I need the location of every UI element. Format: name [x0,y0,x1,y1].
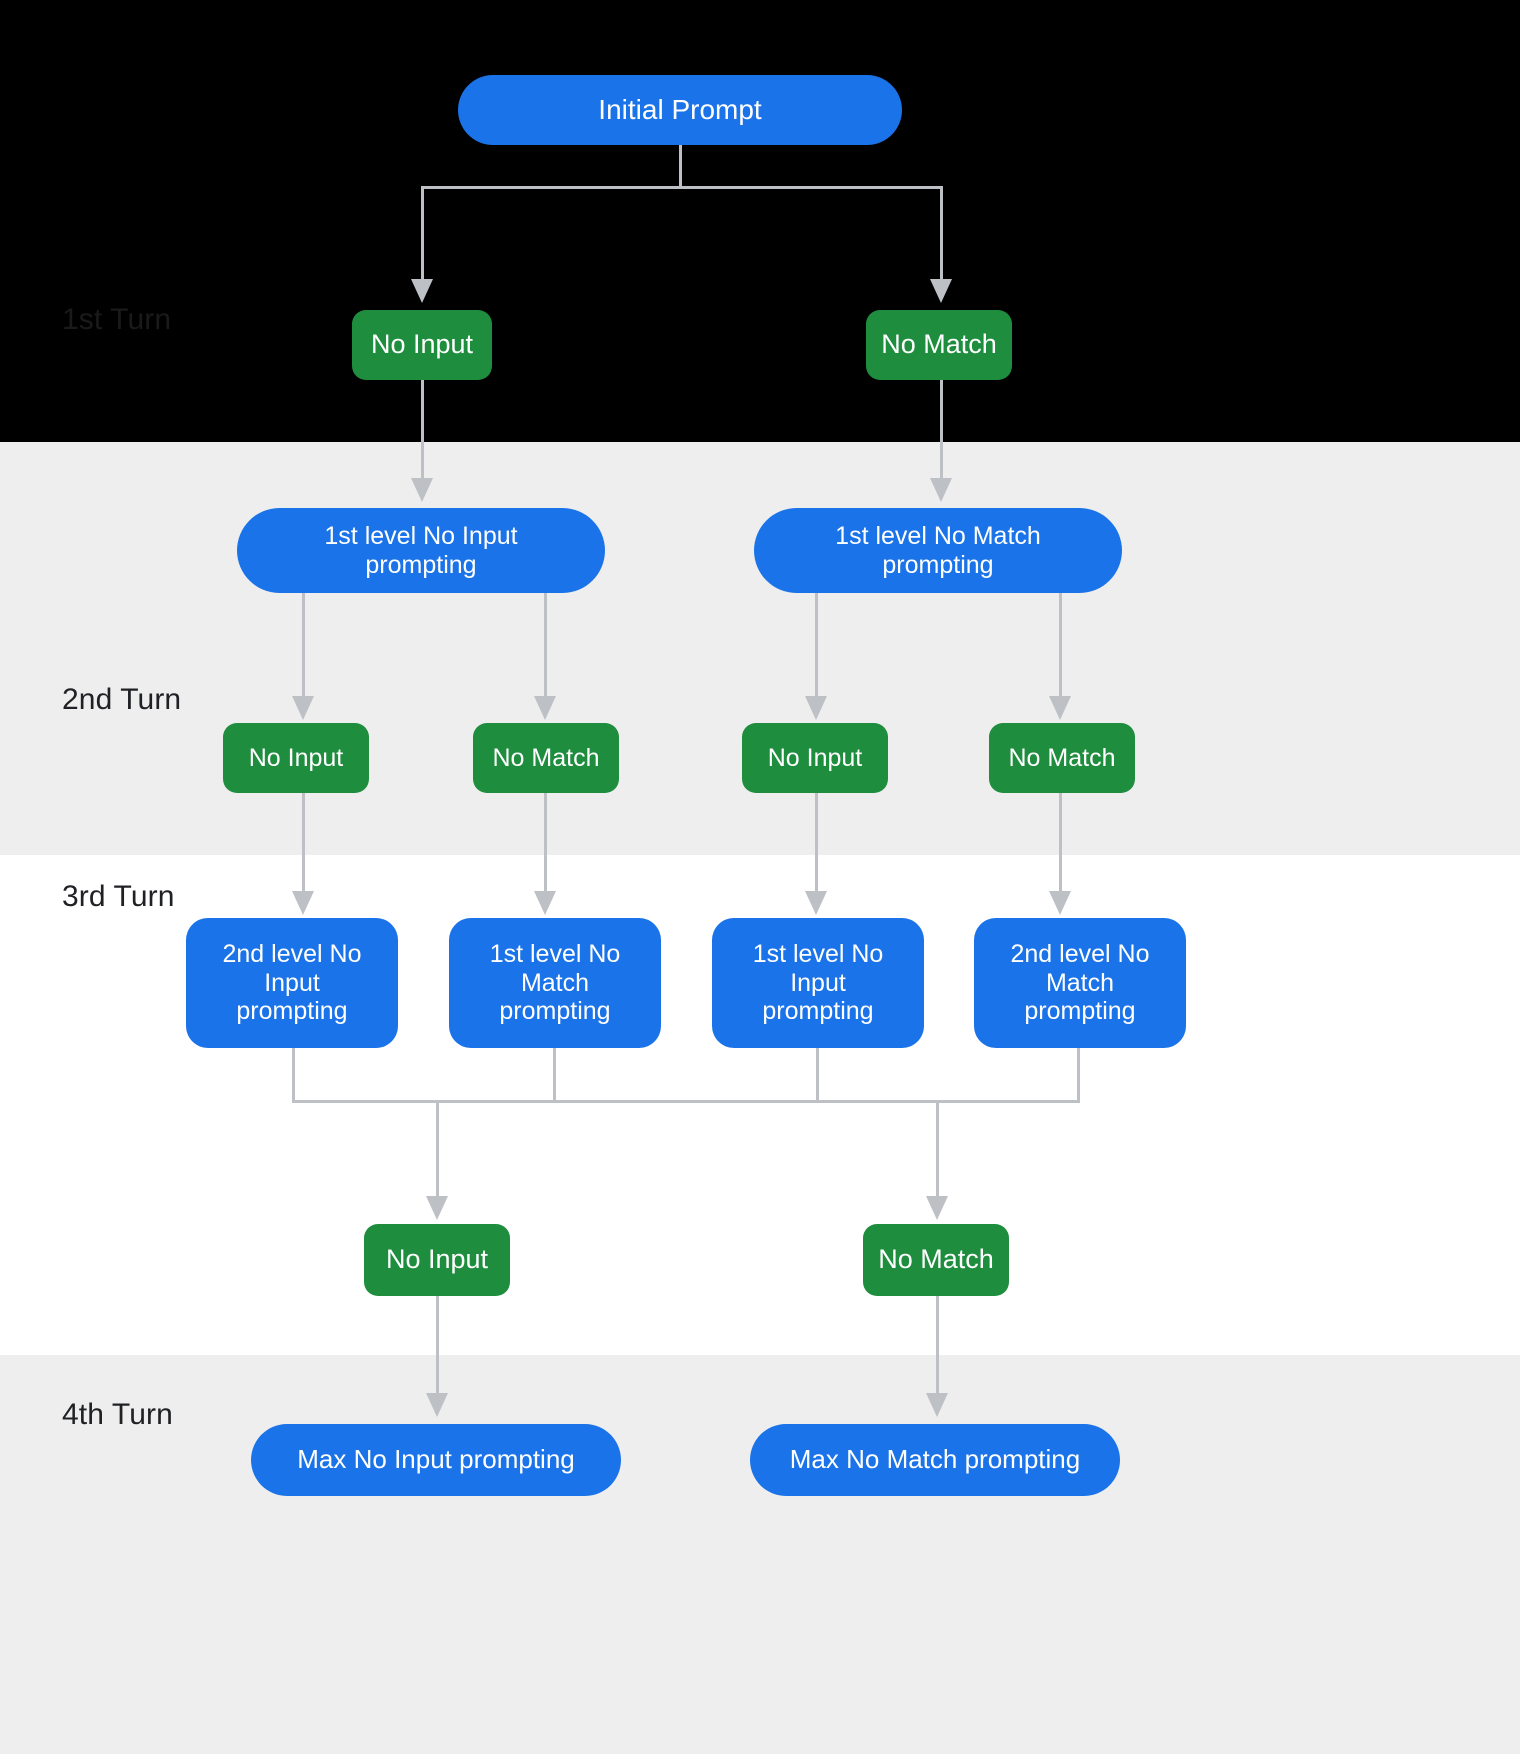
turn-band-4 [0,1355,1520,1754]
connector-t2-no-input-a-down [302,793,305,893]
connector-t3p4-stem [1077,1043,1080,1103]
connector-t3-no-input-down [436,1295,439,1395]
turn-label-2nd: 2nd Turn [62,683,182,716]
arrowhead-t3-no-input [426,1196,448,1220]
node-t4-max-no-match[interactable]: Max No Match prompting [750,1424,1120,1496]
arrowhead-t1-no-match-to-prompt [930,478,952,502]
connector-t3p3-stem [816,1043,819,1103]
node-t3-no-input[interactable]: No Input [364,1224,510,1296]
node-initial-prompt[interactable]: Initial Prompt [458,75,902,145]
node-t2-prompt-no-input-line1: 1st level No Input [324,521,518,550]
node-t2-prompt-no-input[interactable]: 1st level No Input prompting [237,508,605,593]
node-t3-prompt-1st-no-input-line3: prompting [762,997,874,1026]
node-t3-prompt-2nd-no-match-line3: prompting [1024,997,1136,1026]
node-t3-prompt-1st-no-input-line2: Input [790,968,846,997]
connector-t2-no-match-b-down [1059,793,1062,893]
connector-root-bus [421,186,943,189]
arrowhead-root-to-no-input [411,279,433,303]
node-t3-no-match[interactable]: No Match [863,1224,1009,1296]
connector-root-to-t1-right [940,186,943,281]
connector-t1-no-match-down [940,380,943,480]
turn-band-2 [0,442,1520,855]
node-t2-no-input-b[interactable]: No Input [742,723,888,793]
node-t2-prompt-no-match[interactable]: 1st level No Match prompting [754,508,1122,593]
connector-t3p1-stem [292,1043,295,1103]
node-t3-no-match-label: No Match [878,1244,994,1275]
connector-t2-no-match-a-down [544,793,547,893]
node-t1-no-match-label: No Match [881,329,997,360]
connector-root-to-t1-left [421,186,424,281]
node-t3-prompt-2nd-no-input[interactable]: 2nd level No Input prompting [186,918,398,1048]
node-t3-prompt-2nd-no-match-line1: 2nd level No [1010,939,1150,968]
node-t2-no-match-b-label: No Match [1008,743,1116,772]
node-t1-no-input[interactable]: No Input [352,310,492,380]
arrowhead-t3-prompt-4 [1049,891,1071,915]
node-t3-prompt-1st-no-input[interactable]: 1st level No Input prompting [712,918,924,1048]
node-t2-no-match-a-label: No Match [492,743,600,772]
node-t2-prompt-no-input-line2: prompting [365,550,477,579]
node-t3-prompt-1st-no-match-line1: 1st level No [489,939,621,968]
arrowhead-t3-prompt-3 [805,891,827,915]
arrowhead-t1-no-input-to-prompt [411,478,433,502]
node-t3-prompt-1st-no-match-line2: Match [520,968,590,997]
node-t2-no-input-a[interactable]: No Input [223,723,369,793]
connector-t2pl-to-no-match [544,593,547,698]
arrowhead-t2pl-no-input [292,696,314,720]
connector-t3p2-stem [553,1043,556,1103]
arrowhead-t4-max-no-match [926,1393,948,1417]
arrowhead-t3-no-match [926,1196,948,1220]
connector-t3-merge-bus [292,1100,1080,1103]
node-t2-no-input-b-label: No Input [767,743,863,772]
arrowhead-root-to-no-match [930,279,952,303]
arrowhead-t3-prompt-1 [292,891,314,915]
connector-t1-no-input-down [421,380,424,480]
connector-t2pr-to-no-input [815,593,818,698]
turn-label-1st: 1st Turn [62,303,172,336]
node-t3-prompt-2nd-no-input-line2: Input [264,968,320,997]
node-t1-no-match[interactable]: No Match [866,310,1012,380]
turn-label-4th: 4th Turn [62,1398,173,1431]
turn-band-1 [0,0,1520,442]
node-t2-no-input-a-label: No Input [248,743,344,772]
arrowhead-t3-prompt-2 [534,891,556,915]
connector-t2pl-to-no-input [302,593,305,698]
node-t3-prompt-2nd-no-match[interactable]: 2nd level No Match prompting [974,918,1186,1048]
node-t3-prompt-1st-no-match[interactable]: 1st level No Match prompting [449,918,661,1048]
node-t3-prompt-2nd-no-input-line3: prompting [236,997,348,1026]
node-t3-prompt-2nd-no-match-line2: Match [1045,968,1115,997]
node-t3-no-input-label: No Input [385,1244,489,1275]
connector-t3-no-match-down [936,1295,939,1395]
node-t4-max-no-match-label: Max No Match prompting [789,1444,1081,1475]
connector-bus-to-no-match [936,1100,939,1198]
connector-t2-no-input-b-down [815,793,818,893]
arrowhead-t2pr-no-match [1049,696,1071,720]
node-t3-prompt-1st-no-input-line1: 1st level No [752,939,884,968]
node-t2-prompt-no-match-line2: prompting [882,550,994,579]
node-t1-no-input-label: No Input [370,329,474,360]
node-t4-max-no-input[interactable]: Max No Input prompting [251,1424,621,1496]
arrowhead-t2pl-no-match [534,696,556,720]
connector-t2pr-to-no-match [1059,593,1062,698]
turn-label-3rd: 3rd Turn [62,880,175,913]
node-t3-prompt-2nd-no-input-line1: 2nd level No [222,939,362,968]
node-t4-max-no-input-label: Max No Input prompting [297,1444,575,1475]
node-initial-prompt-label: Initial Prompt [598,93,762,125]
node-t2-no-match-b[interactable]: No Match [989,723,1135,793]
node-t2-no-match-a[interactable]: No Match [473,723,619,793]
node-t2-prompt-no-match-line1: 1st level No Match [835,521,1041,550]
arrowhead-t4-max-no-input [426,1393,448,1417]
connector-bus-to-no-input [436,1100,439,1198]
arrowhead-t2pr-no-input [805,696,827,720]
connector-root-stem [679,143,682,187]
node-t3-prompt-1st-no-match-line3: prompting [499,997,611,1026]
